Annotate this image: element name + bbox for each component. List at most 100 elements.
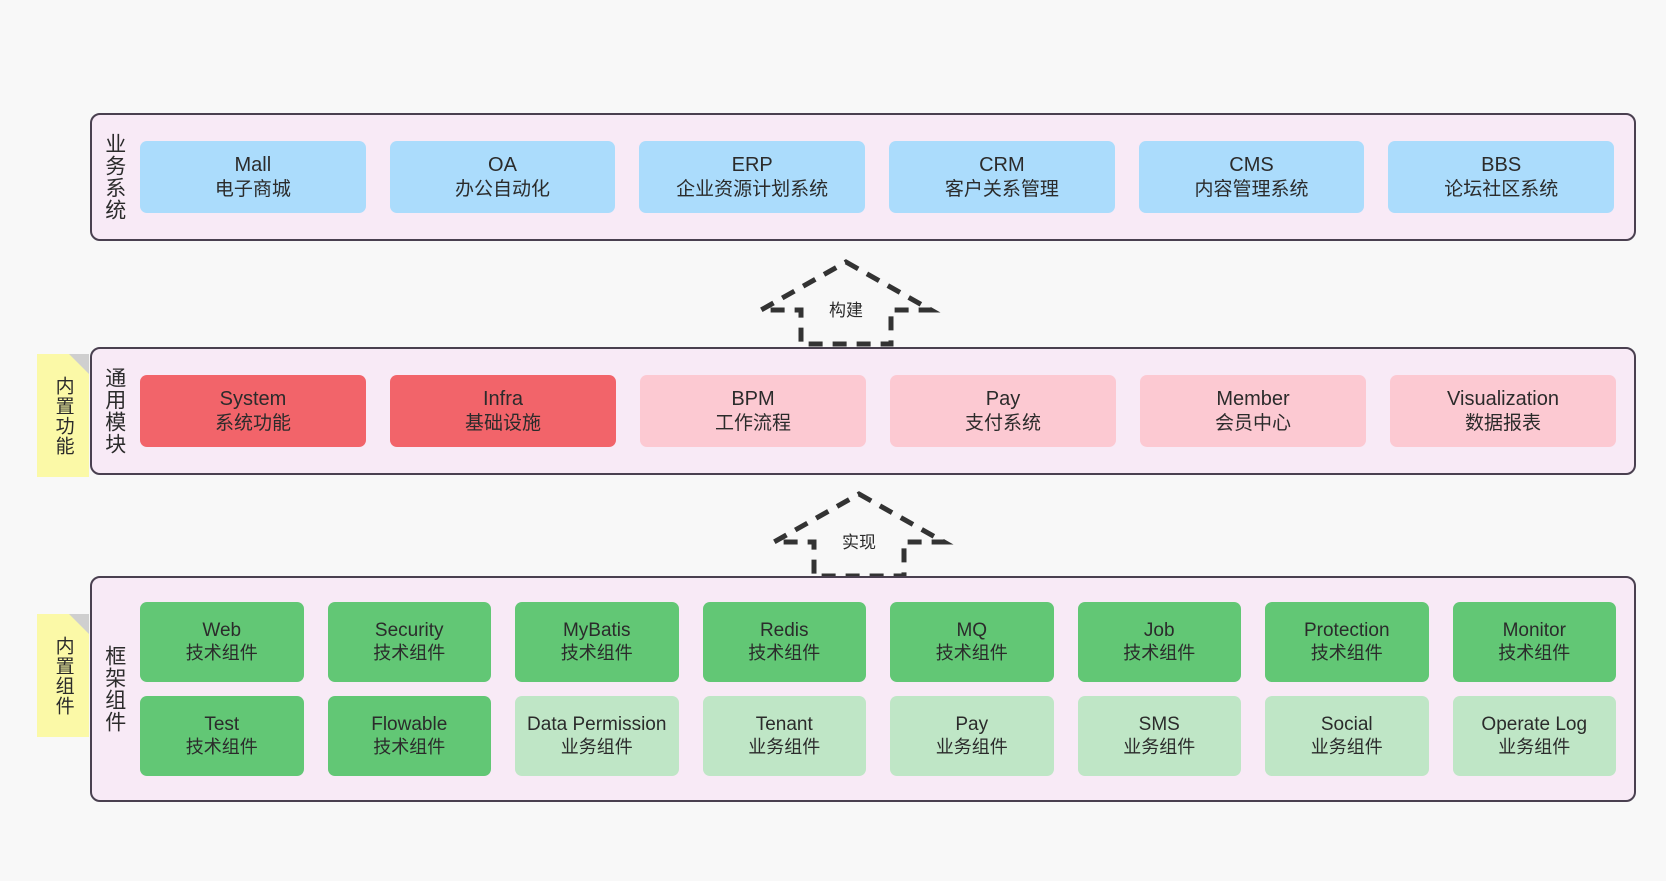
- layer-title-business: 业务系统: [102, 133, 126, 221]
- node-subtitle: 技术组件: [560, 642, 633, 663]
- node-bbs[interactable]: BBS 论坛社区系统: [1388, 141, 1615, 213]
- layer-title-common: 通用模块: [102, 367, 126, 455]
- node-title: Pay: [955, 714, 989, 736]
- node-visualization[interactable]: Visualization 数据报表: [1390, 375, 1616, 447]
- layer-body-common: System 系统功能 Infra 基础设施 BPM 工作流程 Pay 支付系统…: [136, 349, 1634, 473]
- node-title: Tenant: [755, 714, 813, 736]
- layer-row: Test 技术组件 Flowable 技术组件 Data Permission …: [140, 696, 1616, 776]
- layer-title-framework: 框架组件: [102, 645, 126, 733]
- layer-common-modules: 通用模块 System 系统功能 Infra 基础设施 BPM 工作流程 Pay…: [90, 347, 1636, 475]
- node-subtitle: 技术组件: [935, 642, 1008, 663]
- node-subtitle: 客户关系管理: [944, 178, 1059, 200]
- node-tenant[interactable]: Tenant 业务组件: [702, 696, 866, 776]
- note-built-in-components: 内置组件: [37, 614, 89, 737]
- node-member[interactable]: Member 会员中心: [1140, 375, 1366, 447]
- connector-label: 构建: [825, 296, 867, 321]
- node-subtitle: 技术组件: [185, 642, 258, 663]
- node-protection[interactable]: Protection 技术组件: [1265, 602, 1429, 682]
- node-title: CRM: [979, 154, 1025, 177]
- node-title: Protection: [1303, 620, 1390, 642]
- node-subtitle: 企业资源计划系统: [676, 178, 829, 200]
- layer-body-framework: Web 技术组件 Security 技术组件 MyBatis 技术组件 Redi…: [136, 578, 1634, 800]
- node-title: Job: [1143, 620, 1175, 642]
- node-title: Data Permission: [527, 714, 667, 736]
- node-subtitle: 支付系统: [964, 412, 1041, 434]
- node-test[interactable]: Test 技术组件: [140, 696, 304, 776]
- node-security[interactable]: Security 技术组件: [327, 602, 491, 682]
- node-subtitle: 电子商城: [214, 178, 291, 200]
- connector-realize: 实现: [764, 490, 954, 579]
- layer-row: System 系统功能 Infra 基础设施 BPM 工作流程 Pay 支付系统…: [140, 375, 1616, 447]
- node-title: OA: [488, 154, 517, 177]
- layer-row: Mall 电子商城 OA 办公自动化 ERP 企业资源计划系统 CRM 客户关系…: [140, 141, 1615, 213]
- layer-business-systems: 业务系统 Mall 电子商城 OA 办公自动化 ERP 企业资源计划系统 CRM…: [90, 113, 1636, 241]
- node-subtitle: 业务组件: [748, 736, 821, 757]
- node-mall[interactable]: Mall 电子商城: [140, 141, 366, 213]
- node-data-permission[interactable]: Data Permission 业务组件: [515, 696, 679, 776]
- node-monitor[interactable]: Monitor 技术组件: [1452, 602, 1616, 682]
- node-title: Visualization: [1447, 388, 1559, 411]
- node-title: BBS: [1481, 154, 1522, 177]
- node-operate-log[interactable]: Operate Log 业务组件: [1452, 696, 1616, 776]
- node-system[interactable]: System 系统功能: [140, 375, 366, 447]
- node-oa[interactable]: OA 办公自动化: [389, 141, 616, 213]
- node-title: Infra: [482, 388, 524, 411]
- note-built-in-features: 内置功能: [37, 354, 89, 477]
- node-infra[interactable]: Infra 基础设施: [390, 375, 616, 447]
- node-title: Monitor: [1502, 620, 1566, 642]
- connector-label: 实现: [838, 528, 880, 553]
- node-subtitle: 工作流程: [714, 412, 791, 434]
- node-subtitle: 业务组件: [1310, 736, 1383, 757]
- connector-build: 构建: [751, 258, 941, 347]
- node-title: ERP: [731, 154, 773, 177]
- node-subtitle: 内容管理系统: [1194, 178, 1309, 200]
- node-title: Web: [202, 620, 242, 642]
- node-title: Pay: [985, 388, 1021, 411]
- node-title: CMS: [1229, 154, 1274, 177]
- node-mybatis[interactable]: MyBatis 技术组件: [515, 602, 679, 682]
- layer-framework-components: 框架组件 Web 技术组件 Security 技术组件 MyBatis 技术组件…: [90, 576, 1636, 802]
- node-title: MQ: [956, 620, 988, 642]
- node-erp[interactable]: ERP 企业资源计划系统: [639, 141, 866, 213]
- node-job[interactable]: Job 技术组件: [1077, 602, 1241, 682]
- node-social[interactable]: Social 业务组件: [1265, 696, 1429, 776]
- node-title: Social: [1320, 714, 1373, 736]
- node-subtitle: 技术组件: [748, 642, 821, 663]
- node-subtitle: 技术组件: [1498, 642, 1571, 663]
- node-subtitle: 技术组件: [185, 736, 258, 757]
- node-subtitle: 业务组件: [560, 736, 633, 757]
- node-web[interactable]: Web 技术组件: [140, 602, 304, 682]
- node-subtitle: 技术组件: [373, 736, 446, 757]
- node-pay-component[interactable]: Pay 业务组件: [890, 696, 1054, 776]
- node-subtitle: 系统功能: [214, 412, 291, 434]
- node-title: BPM: [731, 388, 775, 411]
- layer-row: Web 技术组件 Security 技术组件 MyBatis 技术组件 Redi…: [140, 602, 1616, 682]
- node-title: System: [219, 388, 287, 411]
- node-subtitle: 数据报表: [1464, 412, 1541, 434]
- node-mq[interactable]: MQ 技术组件: [890, 602, 1054, 682]
- node-subtitle: 业务组件: [1498, 736, 1571, 757]
- node-title: MyBatis: [562, 620, 631, 642]
- node-title: Security: [374, 620, 444, 642]
- node-subtitle: 业务组件: [1123, 736, 1196, 757]
- node-subtitle: 基础设施: [464, 412, 541, 434]
- node-flowable[interactable]: Flowable 技术组件: [327, 696, 491, 776]
- node-cms[interactable]: CMS 内容管理系统: [1138, 141, 1365, 213]
- layer-body-business: Mall 电子商城 OA 办公自动化 ERP 企业资源计划系统 CRM 客户关系…: [136, 115, 1634, 239]
- node-title: Flowable: [371, 714, 448, 736]
- node-subtitle: 论坛社区系统: [1444, 178, 1559, 200]
- node-subtitle: 办公自动化: [455, 178, 551, 200]
- generalization-arrow-icon: [751, 259, 941, 347]
- note-label: 内置功能: [52, 375, 74, 456]
- node-crm[interactable]: CRM 客户关系管理: [889, 141, 1115, 213]
- node-title: SMS: [1138, 714, 1180, 736]
- note-label: 内置组件: [52, 635, 74, 716]
- node-subtitle: 会员中心: [1214, 412, 1291, 434]
- node-bpm[interactable]: BPM 工作流程: [640, 375, 866, 447]
- node-title: Redis: [759, 620, 809, 642]
- node-pay-module[interactable]: Pay 支付系统: [890, 375, 1116, 447]
- node-redis[interactable]: Redis 技术组件: [702, 602, 866, 682]
- node-title: Mall: [234, 154, 272, 177]
- node-sms[interactable]: SMS 业务组件: [1077, 696, 1241, 776]
